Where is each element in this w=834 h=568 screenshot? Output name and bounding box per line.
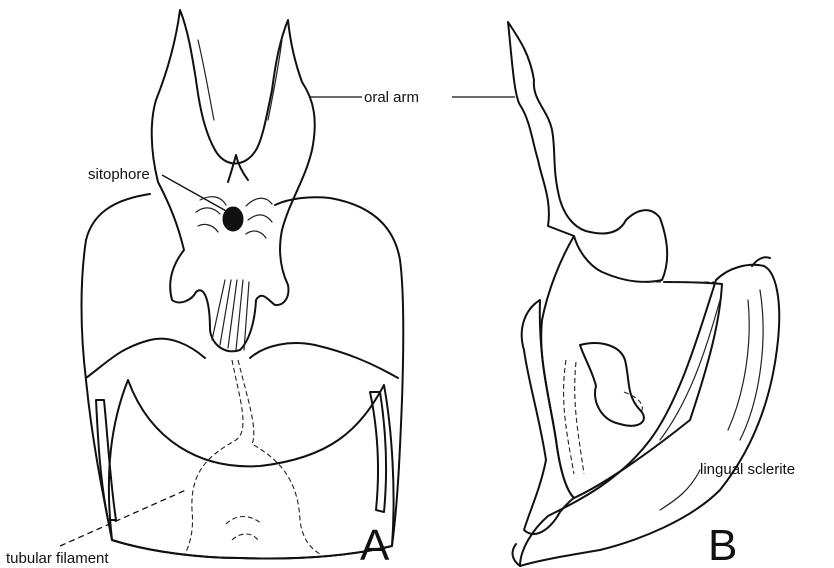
panel-label-a: A	[360, 521, 390, 568]
glossa-lower-region	[109, 380, 394, 559]
label-tubular-filament: tubular filament	[6, 550, 109, 567]
tubular-filament-right	[238, 360, 320, 554]
central-cross-band	[86, 339, 398, 378]
oral-arms-sclerite	[152, 10, 315, 351]
panel-b-drawing	[508, 22, 779, 566]
central-groove	[212, 280, 249, 350]
sitophore-leader	[162, 175, 228, 212]
lateral-body-outline	[541, 236, 722, 498]
tubular-filament-left	[184, 360, 243, 556]
label-oral-arm: oral arm	[364, 89, 419, 106]
left-lateral-bar	[96, 400, 116, 520]
oral-arm-lateral-section	[508, 22, 667, 282]
label-lingual-sclerite: lingual sclerite	[700, 461, 795, 478]
label-sitophore: sitophore	[88, 166, 150, 183]
lingual-sclerite	[520, 265, 779, 566]
tubular-filament-leader	[60, 490, 186, 546]
right-lateral-bar	[370, 392, 386, 512]
panel-a-drawing	[82, 10, 404, 559]
sitophore-spike	[228, 155, 248, 182]
lateral-lower-lobe	[522, 300, 574, 534]
panel-label-b: B	[708, 521, 737, 568]
